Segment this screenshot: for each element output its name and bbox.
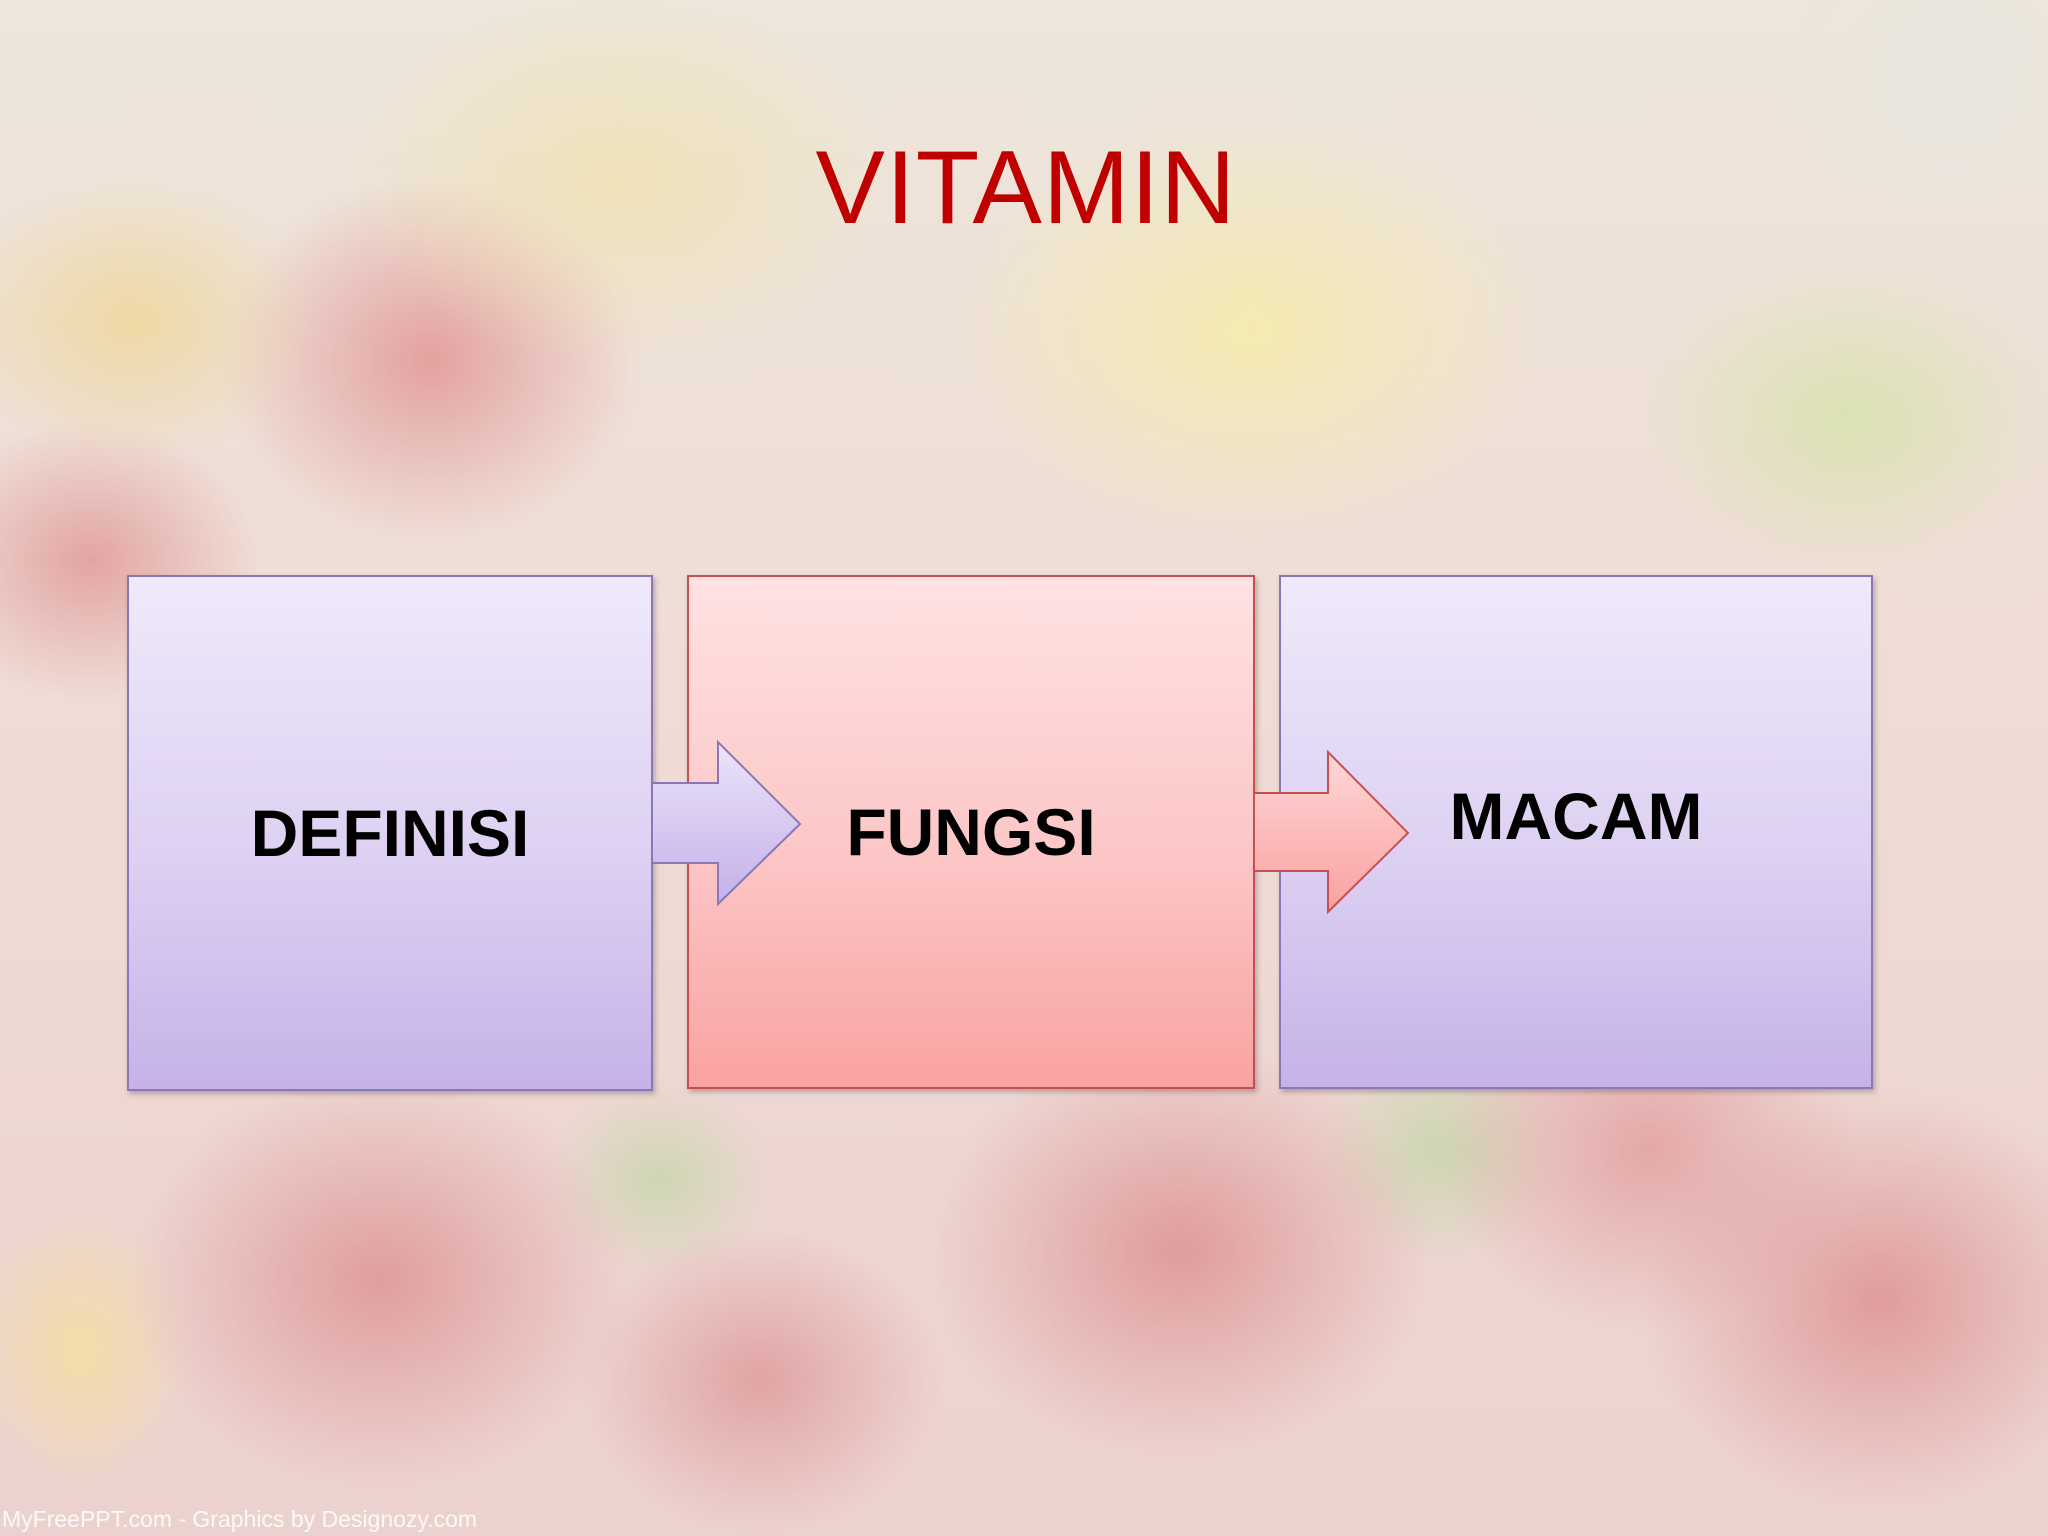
flow-step-label: DEFINISI xyxy=(250,796,530,870)
flow-step-macam: MACAM xyxy=(1279,575,1873,1089)
watermark-credit: MyFreePPT.com - Graphics by Designozy.co… xyxy=(2,1506,478,1532)
flow-arrow-2-to-3 xyxy=(1253,749,1410,915)
flow-step-definisi: DEFINISI xyxy=(127,575,653,1091)
flow-step-label: MACAM xyxy=(1449,779,1703,853)
flow-step-label: FUNGSI xyxy=(846,795,1096,869)
slide-title: VITAMIN xyxy=(815,130,1237,246)
flow-arrow-1-to-2 xyxy=(651,739,802,907)
